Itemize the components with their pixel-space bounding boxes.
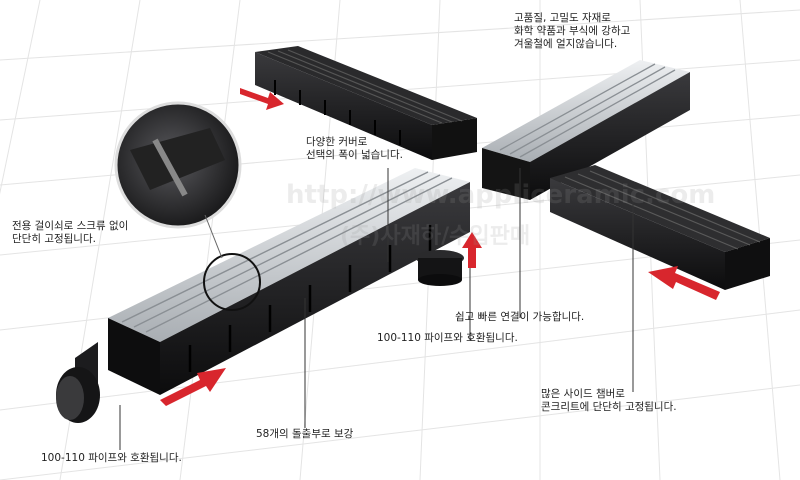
watermark-url: http://www.appliceramic.com — [286, 180, 716, 210]
callout-connect: 쉽고 빠른 연결이 가능합니다. — [455, 311, 585, 323]
fastener-zoom-circle — [114, 101, 261, 311]
pipe-adapter-middle — [416, 250, 464, 286]
arrow-icon — [160, 368, 226, 406]
callout-pipe-middle: 100-110 파이프와 호환됩니다. — [377, 332, 518, 344]
callout-fastener: 전용 걸이쇠로 스크류 없이 단단히 고정됩니다. — [12, 220, 129, 245]
callout-ribs: 58개의 돌출부로 보강 — [256, 428, 354, 440]
channel-steel-main — [108, 168, 470, 395]
channel-steel-right — [482, 60, 690, 200]
callout-material: 고품질, 고밀도 자재로 화학 약품과 부식에 강하고 겨울철에 얼지않습니다. — [514, 12, 631, 50]
callout-anchor: 많은 사이드 챔버로 콘크리트에 단단히 고정됩니다. — [541, 388, 677, 413]
callout-cover: 다양한 커버로 선택의 폭이 넓습니다. — [306, 136, 403, 161]
leader-lines — [119, 168, 634, 450]
pipe-adapter-left — [56, 342, 100, 423]
callout-pipe-left: 100-110 파이프와 호환됩니다. — [41, 452, 182, 464]
flow-arrows — [160, 88, 720, 406]
watermark-caption: (주)사재하/수입판매 — [340, 224, 531, 249]
arrow-icon — [648, 266, 720, 300]
channel-black-top — [255, 46, 477, 160]
channel-black-right — [550, 165, 770, 290]
arrow-icon — [240, 88, 284, 110]
arrow-icon — [462, 232, 482, 268]
